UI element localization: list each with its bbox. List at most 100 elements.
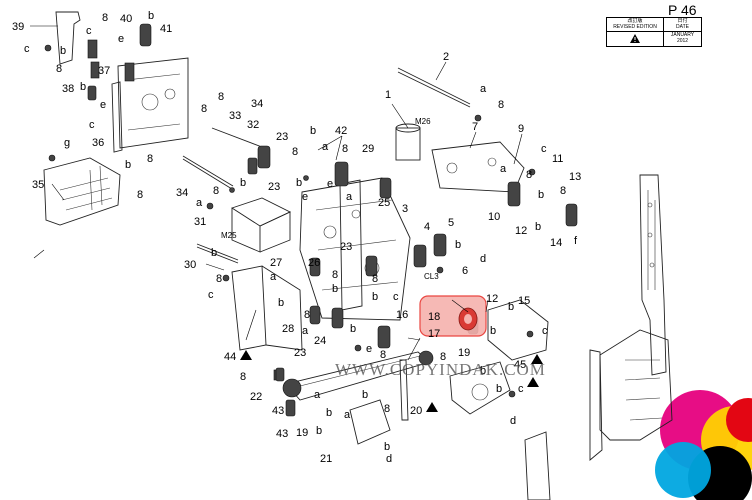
callout-25: 25	[378, 197, 390, 209]
callout-8: 8	[201, 103, 207, 115]
callout-b: b	[535, 221, 541, 233]
lower-right-bracket	[349, 299, 549, 445]
callout-30: 30	[184, 259, 196, 271]
watermark: WWW.COPYINDAK.COM	[335, 360, 546, 379]
callout-8: 8	[56, 63, 62, 75]
callout-31: 31	[194, 216, 206, 228]
callout-45: 45	[514, 359, 526, 371]
callout-12: 12	[515, 225, 527, 237]
callout-b: b	[125, 159, 131, 171]
callout-e: e	[327, 178, 333, 190]
callout-40: 40	[120, 13, 132, 25]
callout-8: 8	[102, 12, 108, 24]
callout-e: e	[118, 33, 124, 45]
callout-34: 34	[176, 187, 188, 199]
callout-8: 8	[384, 403, 390, 415]
revised-edition-header: 改訂版 REVISED EDITION	[607, 18, 663, 32]
callout-b: b	[538, 189, 544, 201]
color-wheel-logo	[655, 390, 752, 500]
date-cell: 日付 DATE JANUARY 2012	[664, 18, 701, 46]
callout-c: c	[518, 383, 524, 395]
callout-g: g	[64, 137, 70, 149]
callout-a: a	[344, 409, 351, 421]
callout-8: 8	[342, 143, 348, 155]
warning-icon	[531, 354, 543, 364]
leader-lines	[30, 25, 523, 361]
date-value-month: JANUARY	[670, 32, 695, 38]
callout-21: 21	[320, 453, 332, 465]
callout-b: b	[455, 239, 461, 251]
callout-a: a	[346, 191, 353, 203]
callout-8: 8	[292, 146, 298, 158]
callout-c: c	[541, 143, 547, 155]
callout-8: 8	[240, 371, 246, 383]
callout-a: a	[302, 325, 309, 337]
callout-29: 29	[362, 143, 374, 155]
callout-16: 16	[396, 309, 408, 321]
callout-32: 32	[247, 119, 259, 131]
callout-8: 8	[560, 185, 566, 197]
callout-b: b	[278, 297, 284, 309]
callout-20: 20	[410, 405, 422, 417]
callout-38: 38	[62, 83, 74, 95]
callout-23: 23	[340, 241, 352, 253]
callout-c: c	[24, 43, 30, 55]
callout-b: b	[490, 325, 496, 337]
callout-cl3: CL3	[424, 272, 439, 281]
callout-c: c	[86, 25, 92, 37]
callout-8: 8	[372, 273, 378, 285]
callout-24: 24	[314, 335, 326, 347]
page-number: P 46	[668, 2, 697, 18]
callout-8: 8	[526, 169, 532, 181]
callout-5: 5	[448, 217, 454, 229]
timing-belt	[273, 350, 434, 401]
callout-19: 19	[458, 347, 470, 359]
callout-9: 9	[518, 123, 524, 135]
callout-a: a	[270, 271, 277, 283]
highlighted-part-18[interactable]	[419, 295, 487, 337]
callout-b: b	[480, 365, 486, 377]
callout-7: 7	[472, 121, 478, 133]
callout-a: a	[500, 163, 507, 175]
date-label-jp: 日付	[677, 18, 688, 24]
callout-b: b	[211, 247, 217, 259]
callout-b: b	[310, 125, 316, 137]
callout-b: b	[350, 323, 356, 335]
motor-m25	[230, 197, 292, 253]
callout-34: 34	[251, 98, 263, 110]
revised-edition-label-jp: 改訂版	[627, 18, 643, 24]
callout-33: 33	[229, 110, 241, 122]
callout-41: 41	[160, 23, 172, 35]
callout-35: 35	[32, 179, 44, 191]
callout-c: c	[208, 289, 214, 301]
callout-a: a	[314, 389, 321, 401]
callout-labels: 39 8 40 b 41 c e c b 8 37 38 b e c g 36 …	[12, 10, 581, 465]
lower-left-frame	[231, 265, 303, 351]
callout-8: 8	[213, 185, 219, 197]
callout-17: 17	[428, 328, 440, 340]
callout-42: 42	[335, 125, 347, 137]
callout-b: b	[80, 81, 86, 93]
callout-c: c	[542, 325, 548, 337]
callout-b: b	[332, 283, 338, 295]
warning-icon	[527, 377, 539, 387]
callout-10: 10	[488, 211, 500, 223]
warning-icons	[240, 350, 543, 412]
callout-8: 8	[137, 189, 143, 201]
callout-a: a	[480, 83, 487, 95]
callout-e: e	[366, 343, 372, 355]
date-header: 日付 DATE	[664, 18, 701, 32]
callout-b: b	[296, 177, 302, 189]
callout-8: 8	[332, 269, 338, 281]
left-cover	[43, 157, 121, 226]
callout-36: 36	[92, 137, 104, 149]
callout-13: 13	[569, 171, 581, 183]
callout-3: 3	[402, 203, 408, 215]
callout-2: 2	[443, 51, 449, 63]
small-hardware	[44, 44, 536, 398]
callout-d: d	[386, 453, 392, 465]
callout-37: 37	[98, 65, 110, 77]
callout-1: 1	[385, 89, 391, 101]
callout-15: 15	[518, 295, 530, 307]
